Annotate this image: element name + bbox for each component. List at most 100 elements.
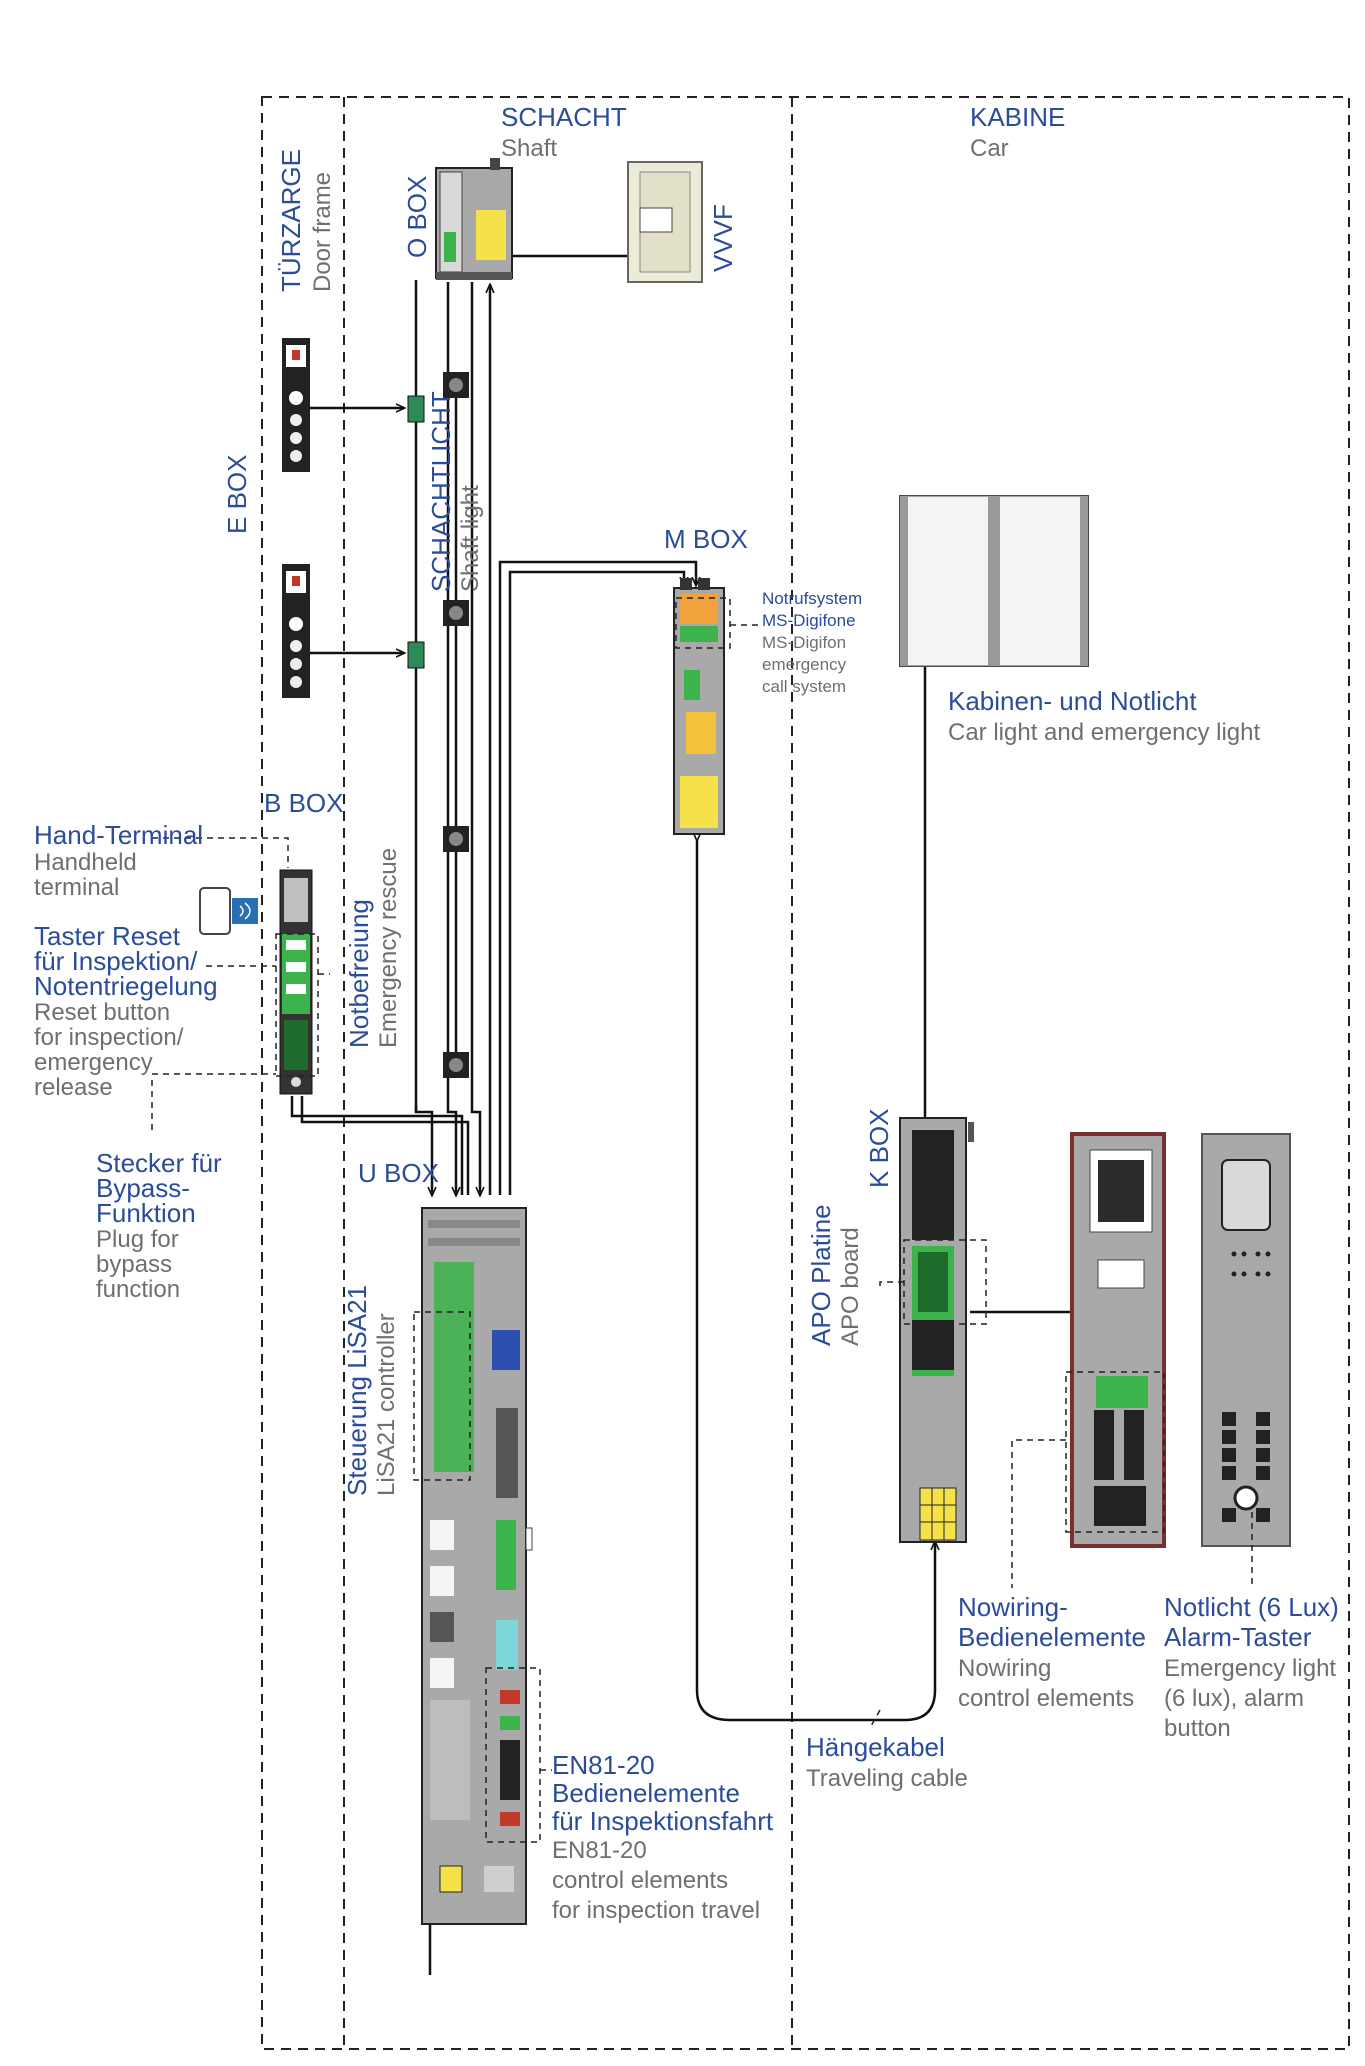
svg-text:Hand-Terminal: Hand-Terminal [34, 820, 203, 850]
bbox-device [279, 869, 313, 1095]
svg-text:emergency: emergency [762, 655, 847, 674]
svg-text:Steuerung LiSA21: Steuerung LiSA21 [342, 1285, 372, 1496]
svg-text:MS-Digifone: MS-Digifone [762, 611, 856, 630]
zone-label-door-frame: TÜRZARGE Door frame [276, 149, 336, 292]
svg-text:LiSA21 controller: LiSA21 controller [373, 1313, 400, 1496]
svg-text:Handheld: Handheld [34, 849, 137, 876]
svg-text:EN81-20: EN81-20 [552, 1750, 655, 1780]
kbox-label: K BOX [864, 1109, 894, 1188]
kbox-device [899, 1117, 974, 1543]
svg-text:Taster Reset: Taster Reset [34, 921, 181, 951]
svg-text:APO board: APO board [837, 1227, 864, 1346]
door-frame-title: TÜRZARGE [276, 149, 306, 292]
svg-text:O BOX: O BOX [402, 176, 432, 258]
emergency-rescue-label: Notbefreiung Emergency rescue [344, 848, 402, 1048]
reset-button-label: Taster Reset für Inspektion/ Notentriege… [34, 921, 218, 1101]
car-light-device [899, 495, 1089, 667]
svg-text:emergency: emergency [34, 1049, 153, 1076]
svg-text:Reset button: Reset button [34, 999, 170, 1026]
mbox-label: M BOX [664, 524, 748, 554]
svg-text:button: button [1164, 1715, 1231, 1742]
bypass-plug-label: Stecker für Bypass- Funktion Plug for by… [96, 1148, 222, 1303]
svg-text:Alarm-Taster: Alarm-Taster [1164, 1622, 1312, 1652]
svg-text:function: function [96, 1276, 180, 1303]
svg-text:for inspection travel: for inspection travel [552, 1897, 760, 1924]
svg-text:Bypass-: Bypass- [96, 1173, 190, 1203]
notruf-label: Notrufsystem MS-Digifone MS-Digifon emer… [762, 589, 862, 696]
svg-text:Nowiring-: Nowiring- [958, 1592, 1068, 1622]
svg-text:E BOX: E BOX [222, 455, 252, 534]
ubox-device [421, 1207, 533, 1925]
en81-label: EN81-20 Bedienelemente für Inspektionsfa… [552, 1750, 774, 1924]
svg-text:Emergency light: Emergency light [1164, 1655, 1336, 1682]
svg-text:Traveling cable: Traveling cable [806, 1765, 968, 1792]
connector-ebox-lower [407, 641, 425, 669]
shaft-lights [443, 372, 469, 1078]
car-subtitle: Car [970, 135, 1009, 162]
svg-text:Kabinen- und Notlicht: Kabinen- und Notlicht [948, 686, 1197, 716]
handheld-terminal-label: Hand-Terminal Handheld terminal [34, 820, 203, 901]
apo-label: APO Platine APO board [806, 1204, 864, 1346]
car-light-label: Kabinen- und Notlicht Car light and emer… [948, 686, 1260, 746]
nowiring-highlight [1065, 1371, 1165, 1533]
obox-label: O BOX [402, 176, 432, 258]
svg-text:Plug for: Plug for [96, 1226, 179, 1253]
svg-text:VVVF: VVVF [708, 204, 738, 272]
door-frame-subtitle: Door frame [309, 172, 336, 292]
controller-highlight [413, 1311, 471, 1481]
ebox-lower [282, 564, 310, 698]
vvvf-label: VVVF [708, 204, 738, 272]
svg-text:control elements: control elements [552, 1867, 728, 1894]
svg-text:for inspection/: for inspection/ [34, 1024, 184, 1051]
svg-text:APO Platine: APO Platine [806, 1204, 836, 1346]
svg-text:K BOX: K BOX [864, 1109, 894, 1188]
shaft-title: SCHACHT [501, 102, 627, 132]
shaft-light-label: SCHACHTLICHT Shaft light [426, 391, 484, 592]
nowiring-label: Nowiring- Bedienelemente Nowiring contro… [958, 1592, 1146, 1712]
svg-text:bypass: bypass [96, 1251, 172, 1278]
svg-text:für Inspektion/: für Inspektion/ [34, 946, 198, 976]
svg-text:Notlicht (6 Lux): Notlicht (6 Lux) [1164, 1592, 1339, 1622]
svg-text:Notbefreiung: Notbefreiung [344, 899, 374, 1048]
svg-text:terminal: terminal [34, 874, 119, 901]
ebox-upper [282, 338, 310, 472]
svg-text:Shaft light: Shaft light [457, 485, 484, 592]
notruf-highlight [675, 597, 731, 649]
handheld-terminal-icon [199, 887, 258, 935]
en81-highlight [485, 1667, 541, 1843]
car-title: KABINE [970, 102, 1065, 132]
svg-text:Notrufsystem: Notrufsystem [762, 589, 862, 608]
zone-label-shaft: SCHACHT Shaft [501, 102, 627, 162]
svg-text:Notentriegelung: Notentriegelung [34, 971, 218, 1001]
svg-text:für Inspektionsfahrt: für Inspektionsfahrt [552, 1806, 774, 1836]
svg-text:control elements: control elements [958, 1685, 1134, 1712]
connector-ebox-upper [407, 395, 425, 423]
svg-text:Funktion: Funktion [96, 1198, 196, 1228]
bbox-label: B BOX [264, 788, 343, 818]
ebox-label: E BOX [222, 455, 252, 534]
shaft-subtitle: Shaft [501, 135, 557, 162]
emergency-light-label: Notlicht (6 Lux) Alarm-Taster Emergency … [1164, 1592, 1339, 1742]
svg-text:Hängekabel: Hängekabel [806, 1732, 945, 1762]
svg-text:Stecker für: Stecker für [96, 1148, 222, 1178]
svg-text:EN81-20: EN81-20 [552, 1837, 647, 1864]
obox-device [435, 158, 513, 280]
svg-text:SCHACHTLICHT: SCHACHTLICHT [426, 391, 456, 592]
svg-text:Emergency rescue: Emergency rescue [375, 848, 402, 1048]
zone-label-car: KABINE Car [970, 102, 1065, 162]
nowiring-panel [1070, 1132, 1166, 1548]
traveling-cable-label: Hängekabel Traveling cable [806, 1732, 968, 1792]
svg-text:Bedienelemente: Bedienelemente [552, 1778, 740, 1808]
mbox-device [673, 578, 725, 835]
ubox-label: U BOX [358, 1158, 439, 1188]
svg-text:Nowiring: Nowiring [958, 1655, 1051, 1682]
svg-text:Car light and emergency light: Car light and emergency light [948, 719, 1260, 746]
svg-text:MS-Digifon: MS-Digifon [762, 633, 846, 652]
svg-text:call system: call system [762, 677, 846, 696]
emergency-light-panel [1201, 1133, 1291, 1547]
svg-text:(6 lux), alarm: (6 lux), alarm [1164, 1685, 1304, 1712]
wiring [290, 254, 1120, 1975]
bbox-highlight [275, 933, 319, 1077]
controller-label: Steuerung LiSA21 LiSA21 controller [342, 1285, 400, 1496]
